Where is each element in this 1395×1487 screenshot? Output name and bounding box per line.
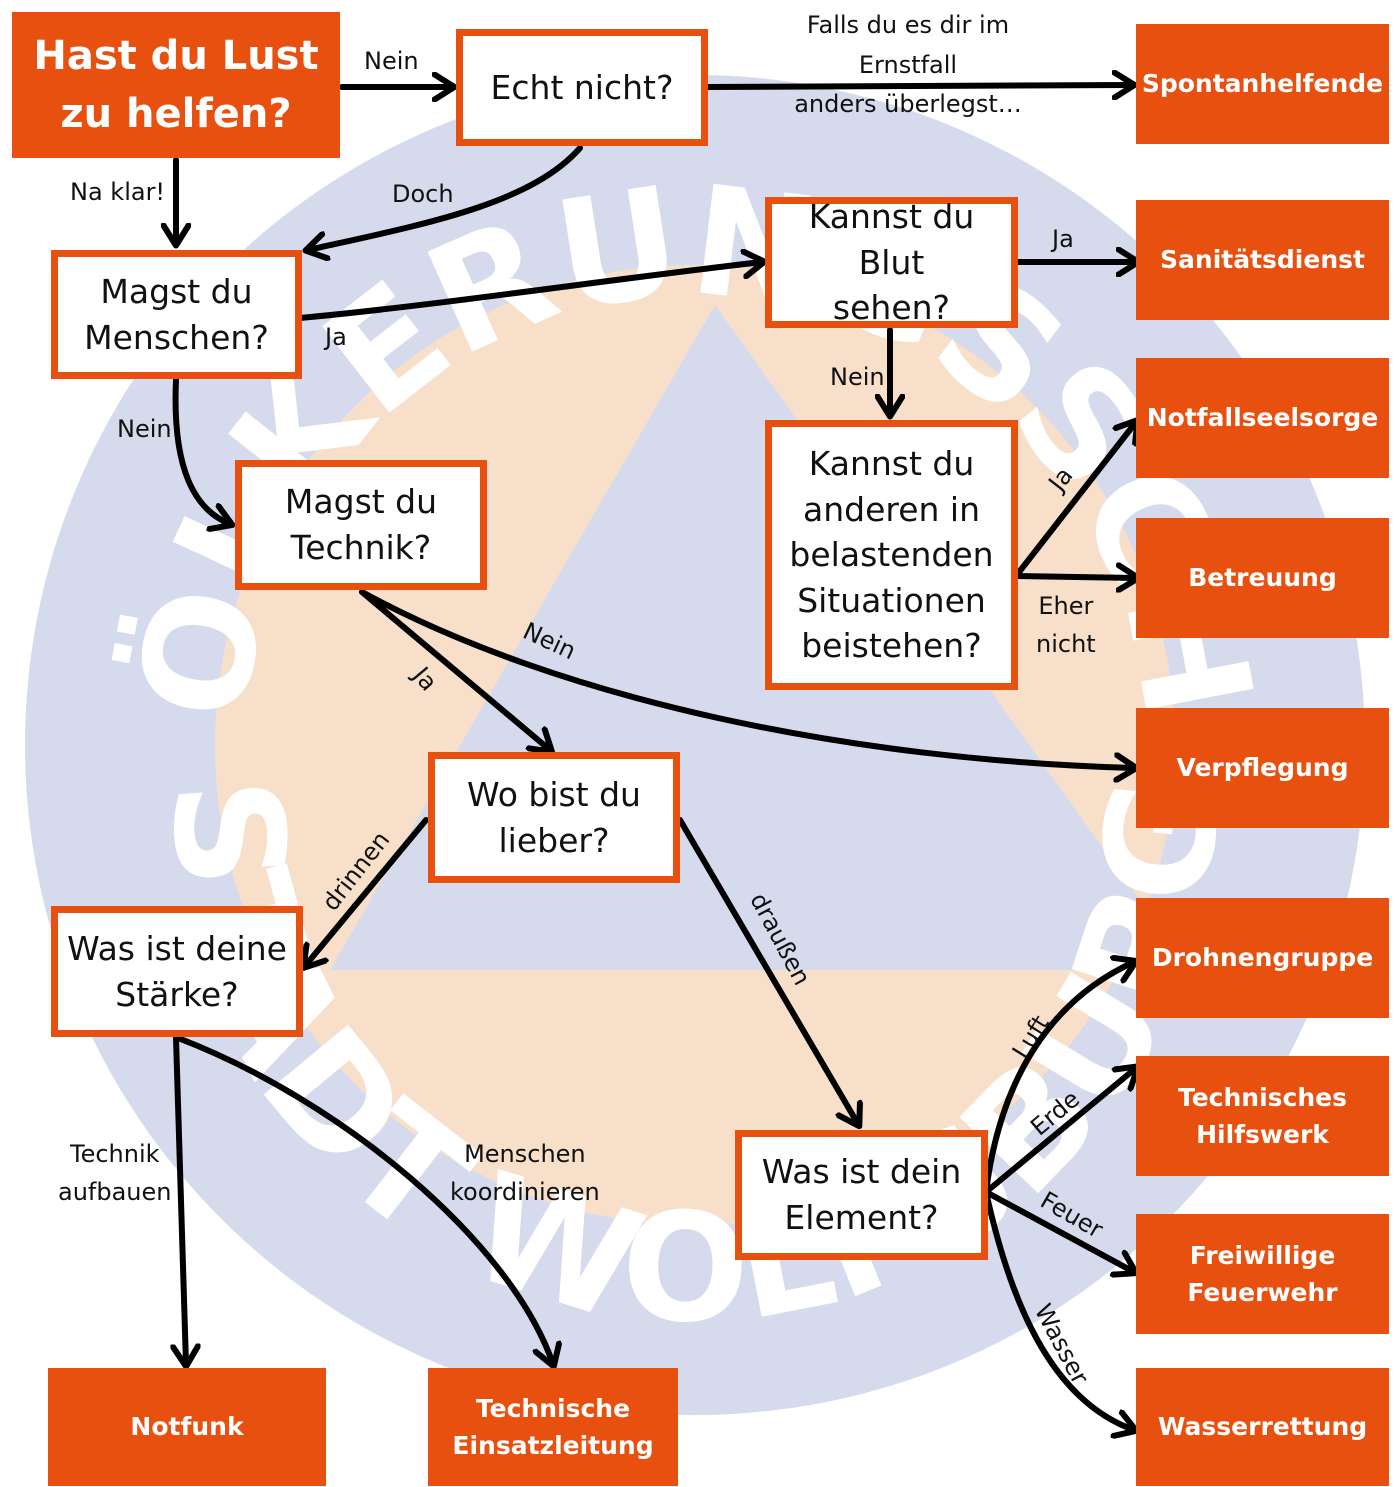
question-menschen: Magst du Menschen? <box>51 250 302 379</box>
result-wasserrettung: Wasserrettung <box>1136 1368 1389 1486</box>
label-nein-menschen: Nein <box>117 415 172 443</box>
arrow-menschen-to-technik <box>172 377 230 524</box>
arrow-beistehen-to-betreuung <box>1013 576 1136 578</box>
arrow-element-to-feuerwehr <box>983 1189 1134 1272</box>
arrow-wo-to-element <box>677 817 858 1124</box>
label-technik-aufbauen: Technik aufbauen <box>58 1140 172 1207</box>
result-technische-einsatzleitung: Technische Einsatzleitung <box>428 1368 678 1486</box>
label-doch: Doch <box>392 180 454 208</box>
question-blut: Kannst du Blut sehen? <box>765 197 1018 328</box>
arrow-element-to-drohnengruppe <box>983 962 1134 1195</box>
label-eher-nicht: Eher nicht <box>1036 592 1096 659</box>
start-box: Hast du Lust zu helfen? <box>12 12 340 158</box>
arrow-technik-to-verpflegung <box>359 589 1134 768</box>
arrow-staerke-to-technische-einsatzleitung <box>175 1035 553 1364</box>
result-feuerwehr: Freiwillige Feuerwehr <box>1136 1214 1389 1334</box>
label-ja-menschen: Ja <box>325 323 347 351</box>
label-ja-blut: Ja <box>1052 225 1074 253</box>
result-notfunk: Notfunk <box>48 1368 326 1486</box>
arrow-beistehen-to-notfallseelsorge <box>1013 422 1136 579</box>
result-sanitaetsdienst: Sanitätsdienst <box>1136 200 1389 320</box>
arrow-menschen-to-blut <box>297 262 762 321</box>
question-beistehen: Kannst du anderen in belastenden Situati… <box>765 420 1018 690</box>
question-staerke: Was ist deine Stärke? <box>51 906 303 1037</box>
arrow-element-to-wasserrettung <box>983 1189 1134 1430</box>
result-spontanhelfende: Spontanhelfende <box>1136 24 1389 144</box>
result-notfallseelsorge: Notfallseelsorge <box>1136 358 1389 478</box>
question-echt-nicht: Echt nicht? <box>456 29 708 146</box>
arrow-element-to-thw <box>983 1068 1136 1195</box>
question-element: Was ist dein Element? <box>735 1130 988 1260</box>
label-nein-echt-nicht: Nein <box>364 47 419 75</box>
label-falls-ernstfall: Falls du es dir im Ernstfall anders über… <box>794 11 1022 119</box>
question-wo: Wo bist du lieber? <box>428 752 680 883</box>
arrow-staerke-to-notfunk <box>176 1035 186 1364</box>
arrow-echt-nicht-to-spontanhelfende <box>705 85 1132 87</box>
result-drohnengruppe: Drohnengruppe <box>1136 898 1389 1018</box>
arrow-echt-nicht-to-menschen <box>308 145 583 250</box>
label-menschen-koordinieren: Menschen koordinieren <box>450 1140 600 1207</box>
question-technik: Magst du Technik? <box>235 460 487 590</box>
arrow-technik-to-wo <box>359 589 550 750</box>
label-nein-blut: Nein <box>830 363 885 391</box>
result-verpflegung: Verpflegung <box>1136 708 1389 828</box>
result-thw: Technisches Hilfswerk <box>1136 1056 1389 1176</box>
label-na-klar: Na klar! <box>70 178 166 206</box>
result-betreuung: Betreuung <box>1136 518 1389 638</box>
arrow-wo-to-staerke <box>305 817 429 966</box>
